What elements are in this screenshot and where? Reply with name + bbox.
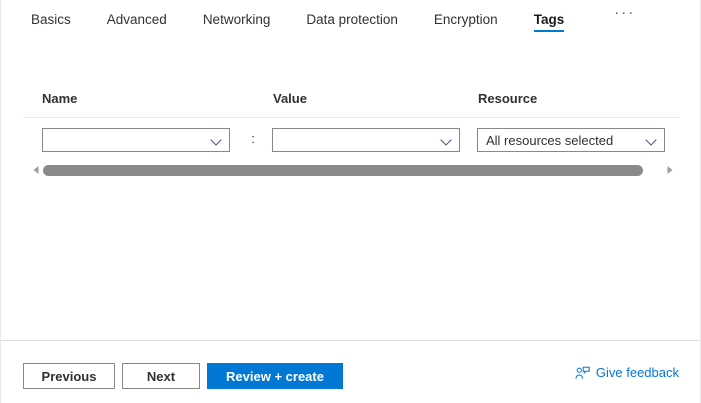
give-feedback-link[interactable]: Give feedback bbox=[575, 365, 679, 380]
wizard-tab-bar: Basics Advanced Networking Data protecti… bbox=[1, 0, 700, 44]
tab-encryption[interactable]: Encryption bbox=[434, 0, 498, 40]
scrollbar-thumb[interactable] bbox=[43, 164, 643, 176]
tab-label: Advanced bbox=[106, 12, 167, 27]
next-button[interactable]: Next bbox=[122, 363, 200, 389]
active-tab-underline bbox=[533, 30, 565, 32]
review-create-button[interactable]: Review + create bbox=[207, 363, 343, 389]
horizontal-scrollbar[interactable] bbox=[29, 162, 677, 178]
tab-advanced[interactable]: Advanced bbox=[107, 0, 167, 40]
give-feedback-label: Give feedback bbox=[595, 365, 679, 380]
tag-resource-dropdown[interactable]: All resources selected bbox=[477, 128, 665, 152]
tab-label: Tags bbox=[533, 12, 565, 27]
tab-tags[interactable]: Tags bbox=[533, 0, 565, 40]
previous-button[interactable]: Previous bbox=[23, 363, 115, 389]
scroll-right-arrow-icon[interactable] bbox=[663, 162, 677, 178]
column-header-value: Value bbox=[273, 91, 307, 106]
column-header-name: Name bbox=[42, 91, 78, 106]
tab-label: Data protection bbox=[306, 12, 398, 27]
tab-data-protection[interactable]: Data protection bbox=[306, 0, 398, 40]
tab-basics[interactable]: Basics bbox=[31, 0, 71, 40]
scroll-left-arrow-icon[interactable] bbox=[29, 162, 43, 178]
chevron-down-icon bbox=[441, 134, 453, 146]
tag-separator-colon: : bbox=[251, 131, 255, 146]
footer-divider bbox=[1, 340, 700, 341]
header-divider bbox=[23, 117, 680, 118]
tag-name-combobox[interactable] bbox=[42, 128, 230, 152]
tag-resource-value: All resources selected bbox=[486, 132, 614, 148]
tab-overflow-ellipsis-icon[interactable]: ··· bbox=[608, 0, 641, 26]
tag-row: : All resources selected bbox=[42, 128, 682, 154]
chevron-down-icon bbox=[211, 134, 223, 146]
tags-column-headers: Name Value Resource bbox=[42, 91, 672, 113]
column-header-resource: Resource bbox=[478, 91, 538, 106]
tags-form-area: Name Value Resource : All resources sele… bbox=[1, 44, 700, 340]
tab-label: Networking bbox=[202, 12, 271, 27]
wizard-footer: Previous Next Review + create Give feedb… bbox=[1, 341, 700, 402]
tab-label: Basics bbox=[31, 12, 71, 27]
tab-label: Encryption bbox=[433, 12, 498, 27]
chevron-down-icon bbox=[646, 134, 658, 146]
tab-networking[interactable]: Networking bbox=[203, 0, 271, 40]
tag-value-combobox[interactable] bbox=[272, 128, 460, 152]
feedback-person-icon bbox=[575, 366, 590, 380]
